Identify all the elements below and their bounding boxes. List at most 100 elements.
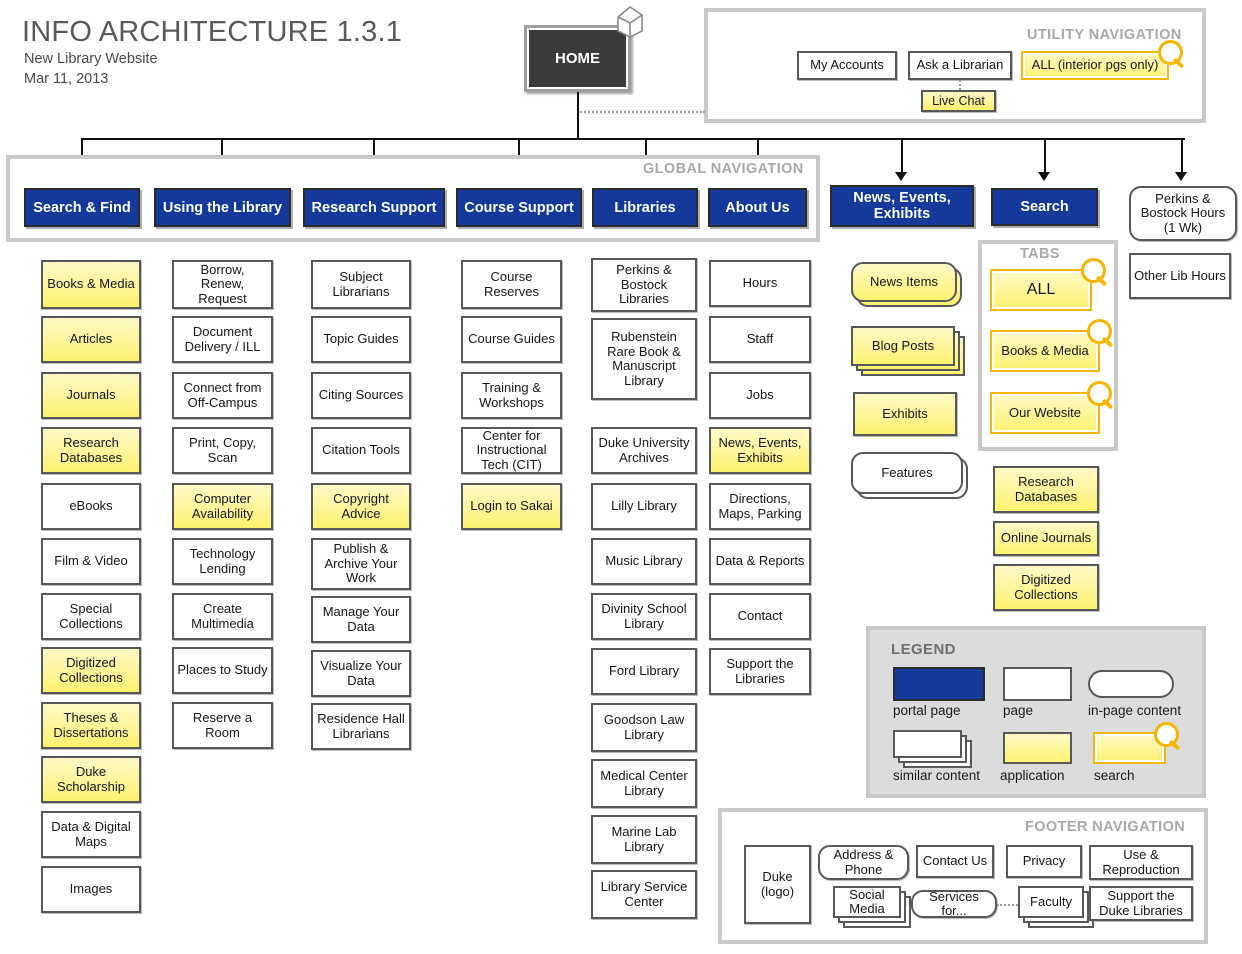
ul-item-print-copy-scan[interactable]: Print, Copy, Scan — [172, 427, 273, 474]
cs-item-center-for-instructional-tech[interactable]: Center for Instructional Tech (CIT) — [461, 427, 562, 474]
sf-item-research-databases[interactable]: Research Databases — [41, 427, 141, 474]
footer-item-use-reproduction[interactable]: Use & Reproduction — [1089, 845, 1193, 880]
rs-item-citing-sources[interactable]: Citing Sources — [311, 372, 411, 419]
search-result-digitized-collections[interactable]: Digitized Collections — [993, 564, 1099, 611]
footer-item-social-media[interactable]: Social Media — [833, 886, 913, 928]
ne-item-news-items[interactable]: News Items — [851, 262, 963, 308]
rs-item-visualize-your-data[interactable]: Visualize Your Data — [311, 650, 411, 697]
lib-item-rubenstein-rare-book[interactable]: Rubenstein Rare Book & Manuscript Librar… — [591, 318, 697, 400]
ne-item-blog-posts-label: Blog Posts — [851, 326, 955, 366]
global-nav-news-events-exhibits[interactable]: News, Events, Exhibits — [830, 185, 974, 227]
lib-item-medical-center-library[interactable]: Medical Center Library — [591, 759, 697, 808]
utility-child-live-chat[interactable]: Live Chat — [921, 90, 996, 112]
sf-item-journals[interactable]: Journals — [41, 372, 141, 419]
page-subtitle: New Library Website — [24, 51, 158, 67]
cs-item-login-to-sakai[interactable]: Login to Sakai — [461, 483, 562, 530]
rs-item-publish-archive-your-work[interactable]: Publish & Archive Your Work — [311, 538, 411, 590]
au-item-hours[interactable]: Hours — [709, 260, 811, 307]
utility-item-ask-a-librarian[interactable]: Ask a Librarian — [908, 51, 1012, 80]
sf-item-duke-scholarship[interactable]: Duke Scholarship — [41, 756, 141, 803]
footer-item-services-for[interactable]: Services for... — [911, 889, 997, 918]
lib-item-lilly-library[interactable]: Lilly Library — [591, 483, 697, 530]
tab-all[interactable]: ALL — [990, 269, 1092, 311]
sf-item-digitized-collections[interactable]: Digitized Collections — [41, 647, 141, 694]
lib-item-library-service-center[interactable]: Library Service Center — [591, 870, 697, 919]
perkins-bostock-hours-node[interactable]: Perkins & Bostock Hours (1 Wk) — [1129, 186, 1237, 241]
sf-item-ebooks[interactable]: eBooks — [41, 483, 141, 530]
lib-item-duke-university-archives[interactable]: Duke University Archives — [591, 427, 697, 474]
global-nav-course-support[interactable]: Course Support — [456, 188, 582, 227]
tabs-panel-label: TABS — [1020, 246, 1060, 262]
lib-item-ford-library[interactable]: Ford Library — [591, 648, 697, 695]
au-item-directions-maps-parking[interactable]: Directions, Maps, Parking — [709, 483, 811, 530]
global-nav-search[interactable]: Search — [991, 188, 1098, 226]
ul-item-computer-availability[interactable]: Computer Availability — [172, 483, 273, 530]
legend-label-search: search — [1094, 768, 1135, 783]
ul-item-connect-from-off-campus[interactable]: Connect from Off-Campus — [172, 372, 273, 419]
rs-item-manage-your-data[interactable]: Manage Your Data — [311, 596, 411, 643]
global-nav-research-support[interactable]: Research Support — [303, 188, 445, 227]
footer-item-address-phone[interactable]: Address & Phone — [818, 845, 909, 880]
ul-item-technology-lending[interactable]: Technology Lending — [172, 538, 273, 585]
home-node[interactable]: HOME — [524, 25, 631, 92]
sf-item-articles[interactable]: Articles — [41, 316, 141, 363]
ul-item-document-delivery-ill[interactable]: Document Delivery / ILL — [172, 316, 273, 363]
utility-item-all-interior-pages-search[interactable]: ALL (interior pgs only) — [1021, 51, 1169, 80]
footer-item-faculty[interactable]: Faculty — [1018, 886, 1096, 928]
lib-item-perkins-bostock-libraries[interactable]: Perkins & Bostock Libraries — [591, 258, 697, 312]
sf-item-special-collections[interactable]: Special Collections — [41, 593, 141, 640]
legend-label: LEGEND — [891, 641, 956, 658]
au-item-support-the-libraries[interactable]: Support the Libraries — [709, 648, 811, 695]
ul-item-borrow-renew-request[interactable]: Borrow, Renew, Request — [172, 260, 273, 309]
tab-our-website[interactable]: Our Website — [990, 392, 1100, 434]
sf-item-books-media[interactable]: Books & Media — [41, 260, 141, 309]
ne-item-news-items-label: News Items — [851, 262, 957, 302]
au-item-contact[interactable]: Contact — [709, 593, 811, 640]
sf-item-images[interactable]: Images — [41, 866, 141, 913]
cs-item-training-workshops[interactable]: Training & Workshops — [461, 372, 562, 419]
global-nav-about-us[interactable]: About Us — [708, 188, 807, 227]
footer-item-support-the-duke-libraries[interactable]: Support the Duke Libraries — [1089, 886, 1193, 921]
ul-item-places-to-study[interactable]: Places to Study — [172, 647, 273, 694]
other-lib-hours-node[interactable]: Other Lib Hours — [1129, 253, 1231, 299]
cs-item-course-reserves[interactable]: Course Reserves — [461, 260, 562, 309]
ne-item-features[interactable]: Features — [851, 452, 969, 502]
lib-item-goodson-law-library[interactable]: Goodson Law Library — [591, 703, 697, 752]
lib-item-music-library[interactable]: Music Library — [591, 538, 697, 585]
search-result-online-journals[interactable]: Online Journals — [993, 521, 1099, 556]
footer-item-privacy[interactable]: Privacy — [1006, 845, 1082, 878]
legend-swatch-in-page-content — [1088, 670, 1174, 698]
rs-item-copyright-advice[interactable]: Copyright Advice — [311, 483, 411, 530]
rs-item-residence-hall-librarians[interactable]: Residence Hall Librarians — [311, 703, 411, 750]
arrowhead-8 — [1038, 172, 1050, 181]
footer-item-duke-logo[interactable]: Duke (logo) — [744, 845, 811, 924]
global-nav-using-the-library[interactable]: Using the Library — [154, 188, 291, 227]
connector-distribution-bar — [81, 138, 1185, 140]
sf-item-film-video[interactable]: Film & Video — [41, 538, 141, 585]
utility-item-my-accounts[interactable]: My Accounts — [797, 51, 897, 80]
rs-item-citation-tools[interactable]: Citation Tools — [311, 427, 411, 474]
rs-item-subject-librarians[interactable]: Subject Librarians — [311, 260, 411, 309]
ne-item-blog-posts[interactable]: Blog Posts — [851, 326, 967, 380]
lib-item-divinity-school-library[interactable]: Divinity School Library — [591, 593, 697, 640]
cs-item-course-guides[interactable]: Course Guides — [461, 316, 562, 363]
lib-item-marine-lab-library[interactable]: Marine Lab Library — [591, 815, 697, 864]
sf-item-data-digital-maps[interactable]: Data & Digital Maps — [41, 811, 141, 858]
au-item-jobs[interactable]: Jobs — [709, 372, 811, 419]
legend-swatch-page — [1003, 667, 1072, 701]
legend-swatch-application — [1003, 732, 1072, 764]
au-item-news-events-exhibits[interactable]: News, Events, Exhibits — [709, 427, 811, 474]
ne-item-exhibits[interactable]: Exhibits — [853, 392, 957, 436]
au-item-data-reports[interactable]: Data & Reports — [709, 538, 811, 585]
sf-item-theses-dissertations[interactable]: Theses & Dissertations — [41, 702, 141, 749]
global-nav-libraries[interactable]: Libraries — [592, 188, 698, 227]
ul-item-reserve-a-room[interactable]: Reserve a Room — [172, 702, 273, 749]
arrowhead-7 — [895, 172, 907, 181]
search-result-research-databases[interactable]: Research Databases — [993, 466, 1099, 513]
footer-item-contact-us[interactable]: Contact Us — [916, 845, 994, 878]
tab-books-media[interactable]: Books & Media — [990, 330, 1100, 372]
rs-item-topic-guides[interactable]: Topic Guides — [311, 316, 411, 363]
ul-item-create-multimedia[interactable]: Create Multimedia — [172, 593, 273, 640]
au-item-staff[interactable]: Staff — [709, 316, 811, 363]
global-nav-search-and-find[interactable]: Search & Find — [24, 188, 140, 227]
